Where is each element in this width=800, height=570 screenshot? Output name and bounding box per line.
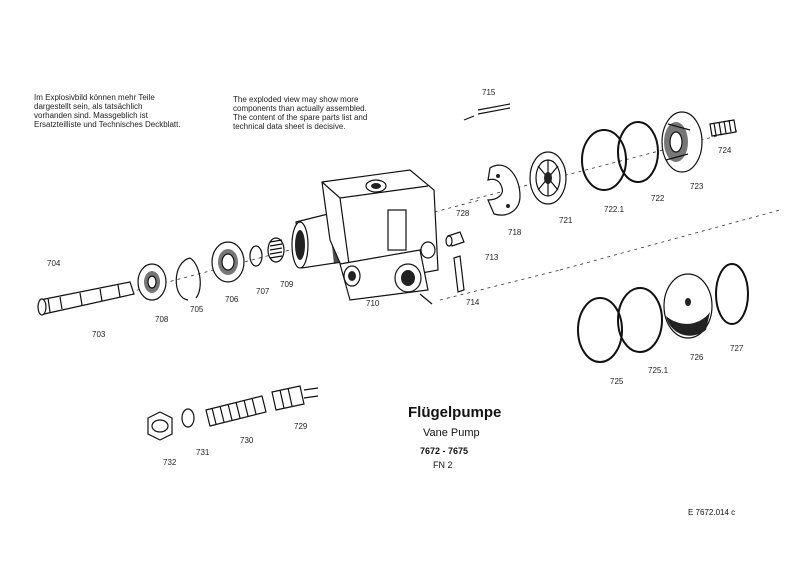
title-german: Flügelpumpe xyxy=(408,404,502,421)
ball-bearing xyxy=(211,241,245,283)
part-label-725: 725 xyxy=(610,377,624,386)
seal-ring-inner xyxy=(617,287,663,353)
cam-plate xyxy=(487,164,521,216)
part-label-731: 731 xyxy=(196,448,210,457)
seal-ring xyxy=(577,297,623,363)
part-label-729: 729 xyxy=(294,422,308,431)
screw-plug xyxy=(147,411,173,441)
spring xyxy=(709,119,737,137)
valve-spring xyxy=(205,395,267,427)
german-note-line: Im Explosivbild können mehr Teile xyxy=(34,93,155,102)
part-label-718: 718 xyxy=(508,228,522,237)
rotor-group xyxy=(529,151,567,205)
part-label-704: 704 xyxy=(47,259,61,268)
german-note-line: vorhanden sind. Massgeblich ist xyxy=(34,111,148,120)
o-ring-outer xyxy=(617,121,659,183)
part-label-722-1: 722.1 xyxy=(604,205,625,214)
part-label-727: 727 xyxy=(730,344,744,353)
part-label-732: 732 xyxy=(163,458,177,467)
needle-bearing xyxy=(267,237,285,263)
part-label-724: 724 xyxy=(718,146,732,155)
part-label-728: 728 xyxy=(456,209,470,218)
retaining-ring xyxy=(249,245,263,267)
part-label-715: 715 xyxy=(482,88,496,97)
locating-pin xyxy=(477,103,511,115)
part-label-707: 707 xyxy=(256,287,270,296)
pump-cover xyxy=(661,111,703,173)
english-note-line: The content of the spare parts list and xyxy=(233,113,368,122)
dowel-pin xyxy=(453,255,465,293)
plug-screw xyxy=(445,231,465,247)
sealing-ring xyxy=(181,408,195,428)
part-label-706: 706 xyxy=(225,295,239,304)
english-note-line: technical data sheet is decisive. xyxy=(233,122,346,131)
english-note-line: The exploded view may show more xyxy=(233,95,359,104)
part-label-714: 714 xyxy=(466,298,480,307)
part-label-709: 709 xyxy=(280,280,294,289)
part-label-710: 710 xyxy=(366,299,380,308)
german-note-line: Ersatzteilliste und Technisches Deckblat… xyxy=(34,120,181,129)
part-label-721: 721 xyxy=(559,216,573,225)
leader-line-715 xyxy=(463,115,475,121)
part-label-708: 708 xyxy=(155,315,169,324)
circlip xyxy=(175,257,201,301)
part-label-703: 703 xyxy=(92,330,106,339)
pump-housing xyxy=(291,169,439,301)
part-label-730: 730 xyxy=(240,436,254,445)
end-ring xyxy=(715,263,749,325)
german-note-line: dargestellt sein, als tatsächlich xyxy=(34,102,143,111)
cover-disc xyxy=(663,273,713,339)
o-ring xyxy=(581,129,627,191)
german-note: Im Explosivbild können mehr Teile darges… xyxy=(34,93,181,129)
english-note-line: components than actually assembled. xyxy=(233,104,367,113)
part-label-705: 705 xyxy=(190,305,204,314)
part-label-723: 723 xyxy=(690,182,704,191)
valve-piston xyxy=(271,385,319,411)
assembly-axis-lower xyxy=(559,209,781,271)
leader-line xyxy=(419,293,433,305)
part-label-725-1: 725.1 xyxy=(648,366,669,375)
drawing-reference: E 7672.014 c xyxy=(688,508,736,517)
part-label-722: 722 xyxy=(651,194,665,203)
english-note: The exploded view may show more componen… xyxy=(233,95,367,131)
drive-shaft xyxy=(37,281,135,316)
part-label-726: 726 xyxy=(690,353,704,362)
fn-code: FN 2 xyxy=(433,460,453,470)
shaft-seal xyxy=(137,263,167,301)
model-range: 7672 - 7675 xyxy=(420,446,469,456)
assembly-axis-link xyxy=(439,269,561,301)
part-label-713: 713 xyxy=(485,253,499,262)
title-english: Vane Pump xyxy=(423,427,480,439)
